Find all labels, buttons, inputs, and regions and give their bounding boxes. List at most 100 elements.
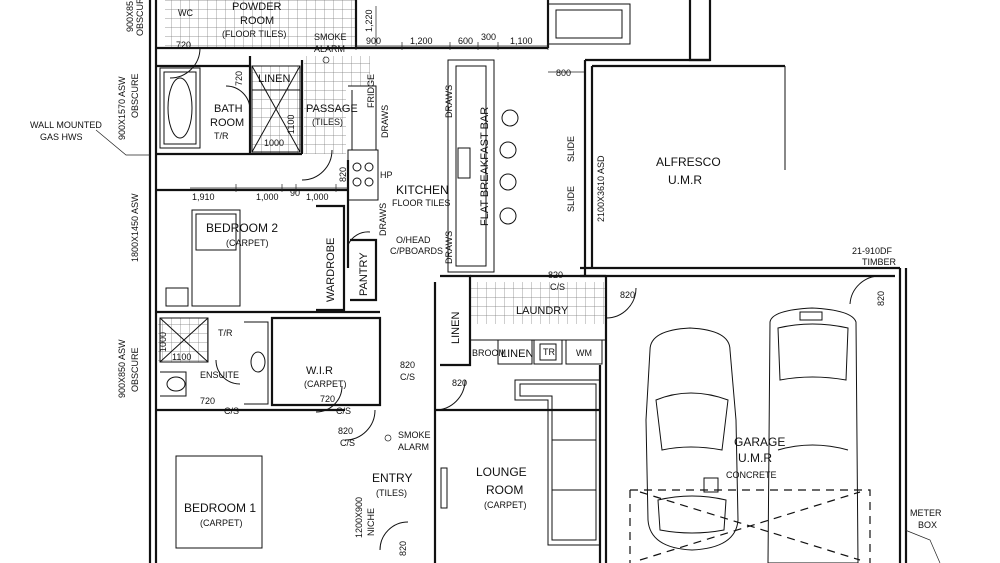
ohead-label: O/HEAD <box>396 235 431 245</box>
cs-label-2: C/S <box>400 372 415 382</box>
dim-1220: 1,220 <box>364 9 374 32</box>
dim-1000: 1,000 <box>256 192 279 202</box>
lounge-label: LOUNGE <box>476 465 527 479</box>
window-ens-size: 900X850 ASW <box>117 339 127 398</box>
kitchen-label: KITCHEN <box>396 183 449 197</box>
dim-820-garage-left: 820 <box>620 290 635 300</box>
powder-room-finish: (FLOOR TILES) <box>222 29 286 39</box>
timber-door-label-1: 21-910DF <box>852 246 893 256</box>
dim-820-front: 820 <box>398 541 408 556</box>
bedroom2-finish: (CARPET) <box>226 238 269 248</box>
wardrobe-label: WARDROBE <box>325 238 337 302</box>
dim-800: 800 <box>556 68 571 78</box>
window-bed2-size: 1800X1450 ASW <box>130 193 140 262</box>
passage-label: PASSAGE <box>306 103 358 115</box>
meter-box-label-1: METER <box>910 508 942 518</box>
window-bath-size: 900X1570 ASW <box>117 76 127 140</box>
dim-1000-ensuite: 1000 <box>158 332 168 352</box>
hp-label: HP <box>380 170 393 180</box>
kitchen-bench <box>347 3 631 273</box>
cs-label-4: C/S <box>336 406 351 416</box>
draws-label-1: DRAWS <box>380 105 390 138</box>
window-bath-obscure: OBSCURE <box>130 73 140 118</box>
cs-label-3: C/S <box>224 406 239 416</box>
powder-room-label-2: ROOM <box>240 15 274 27</box>
timber-door-label-2: TIMBER <box>862 257 897 267</box>
bath-room-label: ROOM <box>210 117 244 129</box>
tiled-areas <box>158 0 606 362</box>
niche-label: NICHE <box>366 508 376 536</box>
dim-1100-bath: 1100 <box>286 115 296 134</box>
cs-label-5: C/S <box>340 438 355 448</box>
internal-walls <box>156 56 608 563</box>
bath-label: BATH <box>214 103 243 115</box>
cs-label-1: C/S <box>550 282 565 292</box>
bath-tr-label: T/R <box>214 131 229 141</box>
alfresco-door-size: 2100X3610 ASD <box>596 155 606 222</box>
ensuite-tr-label: T/R <box>218 328 233 338</box>
dim-1100-ensuite: 1100 <box>172 352 191 362</box>
hws-leader <box>95 56 941 563</box>
garage-umr: U.M.R <box>738 451 772 465</box>
linen-laundry-label: LINEN <box>501 348 533 360</box>
kitchen-finish: FLOOR TILES <box>392 198 450 208</box>
linen-side-label: LINEN <box>450 312 462 344</box>
bedroom1-label: BEDROOM 1 <box>184 501 256 515</box>
smoke-alarm-1-line1: SMOKE <box>314 32 347 42</box>
slide-label-2: SLIDE <box>566 186 576 212</box>
hws-label-1: WALL MOUNTED <box>30 120 102 130</box>
dim-720-wir: 720 <box>320 394 335 404</box>
dim-600: 600 <box>458 36 473 46</box>
dim-1100: 1,100 <box>510 36 533 46</box>
draws-label-2: DRAWS <box>444 85 454 118</box>
driveway-outline <box>629 489 871 563</box>
dim-820-kitchen: 820 <box>338 167 348 182</box>
window-ens-obscure: OBSCURE <box>130 347 140 392</box>
pantry-label: PANTRY <box>358 252 370 296</box>
dim-820-laundry: 820 <box>548 270 563 280</box>
tr-laundry-label: TR <box>543 347 555 357</box>
external-walls <box>148 0 908 563</box>
dim-1000-b: 1,000 <box>306 192 329 202</box>
dim-90: 90 <box>290 188 300 198</box>
passage-finish: (TILES) <box>312 117 343 127</box>
lounge-finish: (CARPET) <box>484 500 527 510</box>
entry-label: ENTRY <box>372 471 412 485</box>
dimension-string-top <box>190 6 584 192</box>
breakfast-bar-label: FLAT BREAKFAST BAR <box>479 107 491 226</box>
window-top-obscure: OBSCURE <box>135 0 145 36</box>
smoke-alarm-2-line1: SMOKE <box>398 430 431 440</box>
dim-300: 300 <box>481 32 496 42</box>
wir-label: W.I.R <box>306 365 333 377</box>
dim-1000-bath: 1000 <box>264 138 284 148</box>
lounge-room-label: ROOM <box>486 483 523 497</box>
dim-900: 900 <box>366 36 381 46</box>
dim-820-garage-right: 820 <box>876 291 886 306</box>
garage-finish: CONCRETE <box>726 470 777 480</box>
linen-top-label: LINEN <box>258 73 290 85</box>
window-top-size: 900X85 <box>125 1 135 32</box>
dim-1200: 1,200 <box>410 36 433 46</box>
cpboards-label: C/PBOARDS <box>390 246 443 256</box>
fridge-label: FRIDGE <box>366 74 376 108</box>
lounge-sofa <box>440 379 601 546</box>
slide-label-1: SLIDE <box>566 136 576 162</box>
draws-label-4: DRAWS <box>378 203 388 236</box>
dim-820-entry: 820 <box>338 426 353 436</box>
dim-720-ensuite: 720 <box>200 396 215 406</box>
window-bed1-size: 1200X900 <box>354 497 364 538</box>
garage-cars <box>645 307 859 563</box>
bedroom2-label: BEDROOM 2 <box>206 221 278 235</box>
alfresco-label: ALFRESCO <box>656 155 721 169</box>
wc-label: WC <box>178 8 193 18</box>
dim-720-bath: 720 <box>234 71 244 86</box>
garage-label: GARAGE <box>734 435 785 449</box>
smoke-alarm-1-line2: ALARM <box>314 44 345 54</box>
powder-room-label: POWDER <box>232 1 282 13</box>
laundry-fixtures <box>470 339 606 365</box>
alfresco-finish: U.M.R <box>668 173 702 187</box>
wm-label: WM <box>576 348 592 358</box>
smoke-alarm-2-line2: ALARM <box>398 442 429 452</box>
dim-1910: 1,910 <box>192 192 215 202</box>
